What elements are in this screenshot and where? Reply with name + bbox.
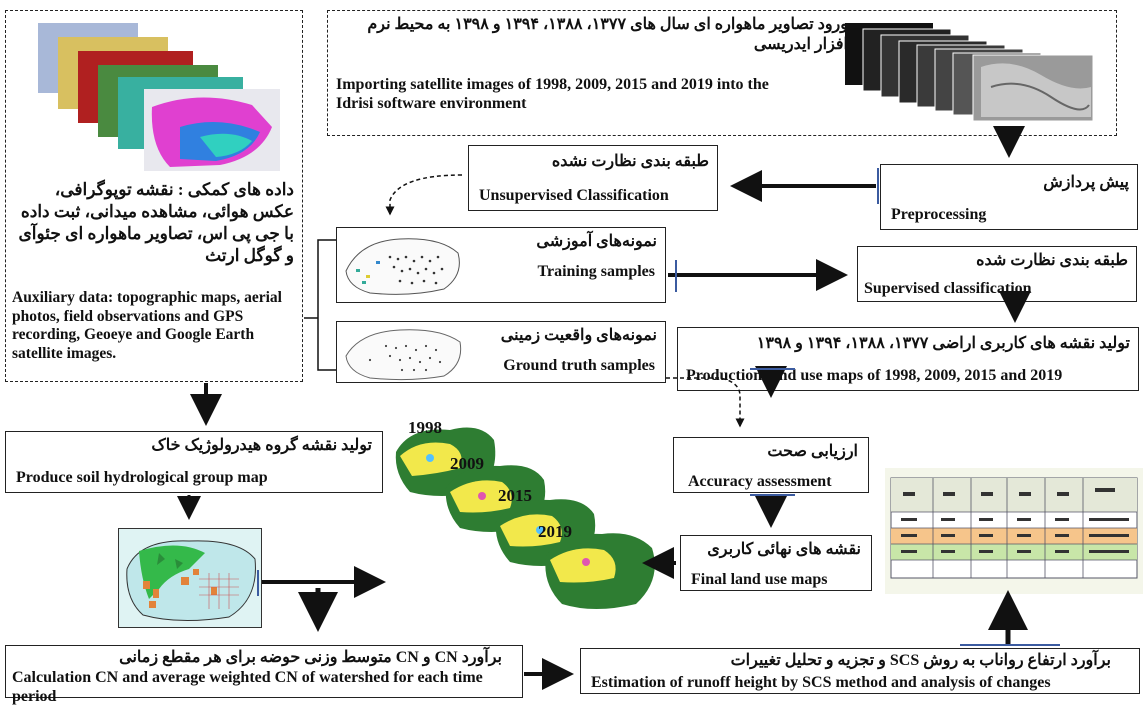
year-2009: 2009 — [450, 454, 484, 473]
import-images-box: ورود تصاویر ماهواره ای سال های ۱۳۷۷، ۱۳۸… — [327, 10, 1117, 136]
year-2015: 2015 — [498, 486, 532, 505]
map-2019 — [545, 533, 655, 609]
preprocessing-en: Preprocessing — [891, 206, 987, 223]
year-1998: 1998 — [408, 418, 442, 437]
final-fa: نقشه های نهائی کاربری — [707, 541, 861, 558]
soil-map-thumbnail — [118, 528, 262, 628]
production-fa: تولید نقشه های کاربری اراضی ۱۳۷۷، ۱۳۸۸، … — [756, 335, 1130, 352]
supervised-en: Supervised classification — [864, 280, 1032, 297]
training-fa: نمونه‌های آموزشی — [536, 233, 657, 250]
cn-table-thumbnail — [885, 468, 1143, 594]
cn-en: Calculation CN and average weighted CN o… — [12, 669, 483, 706]
auxiliary-en: Auxiliary data: topographic maps, aerial… — [12, 289, 282, 362]
unsupervised-fa: طبقه بندی نظارت نشده — [551, 153, 709, 170]
runoff-fa: برآورد ارتفاع رواناب به روش SCS و تجزیه … — [730, 652, 1111, 669]
training-samples-box: نمونه‌های آموزشی Training samples — [336, 227, 666, 303]
year-2019: 2019 — [538, 522, 572, 541]
unsupervised-en: Unsupervised Classification — [479, 187, 669, 204]
runoff-en: Estimation of runoff height by SCS metho… — [591, 674, 1051, 691]
accuracy-fa: ارزیابی صحت — [767, 443, 858, 460]
ground-truth-map — [345, 329, 462, 381]
accuracy-en: Accuracy assessment — [688, 473, 832, 490]
auxiliary-fa: داده های کمکی : نقشه توپوگرافی، عکس هوائ… — [18, 180, 294, 266]
import-fa: ورود تصاویر ماهواره ای سال های ۱۳۷۷، ۱۳۸… — [367, 16, 848, 53]
training-en: Training samples — [537, 263, 656, 280]
cn-fa: برآورد CN و CN متوسط وزنی حوضه برای هر م… — [119, 649, 502, 666]
land-use-maps-cascade: 1998 2009 2015 2019 — [390, 412, 670, 632]
auxiliary-maps-stack — [38, 23, 280, 171]
cn-calculation-box: برآورد CN و CN متوسط وزنی حوضه برای هر م… — [5, 645, 523, 705]
ground-truth-box: نمونه‌های واقعیت زمینی Ground truth samp… — [336, 321, 666, 383]
unsupervised-box: طبقه بندی نظارت نشده Unsupervised Classi… — [468, 145, 718, 211]
production-maps-box: تولید نقشه های کاربری اراضی ۱۳۷۷، ۱۳۸۸، … — [677, 327, 1139, 391]
supervised-fa: طبقه بندی نظارت شده — [976, 252, 1128, 269]
import-en: Importing satellite images of 1998, 2009… — [336, 76, 769, 113]
supervised-box: طبقه بندی نظارت شده Supervised classific… — [857, 246, 1137, 302]
final-maps-box: نقشه های نهائی کاربری Final land use map… — [680, 535, 872, 591]
ground-truth-en: Ground truth samples — [503, 357, 655, 374]
preprocessing-box: پیش پردازش Preprocessing — [880, 164, 1138, 230]
ground-truth-fa: نمونه‌های واقعیت زمینی — [500, 327, 657, 344]
land-use-maps-graphic — [395, 427, 655, 609]
soil-map-box: تولید نقشه گروه هیدرولوژیک خاک Produce s… — [5, 431, 383, 493]
final-en: Final land use maps — [691, 571, 828, 588]
soil-en: Produce soil hydrological group map — [16, 469, 268, 486]
production-en: Production land use maps of 1998, 2009, … — [686, 367, 1063, 384]
accuracy-box: ارزیابی صحت Accuracy assessment — [673, 437, 869, 493]
auxiliary-data-box: داده های کمکی : نقشه توپوگرافی، عکس هوائ… — [5, 10, 303, 382]
runoff-box: برآورد ارتفاع رواناب به روش SCS و تجزیه … — [580, 648, 1140, 694]
satellite-image-stack — [845, 23, 1094, 122]
preprocessing-fa: پیش پردازش — [1043, 174, 1129, 191]
soil-fa: تولید نقشه گروه هیدرولوژیک خاک — [151, 437, 372, 454]
training-samples-map — [345, 238, 460, 295]
